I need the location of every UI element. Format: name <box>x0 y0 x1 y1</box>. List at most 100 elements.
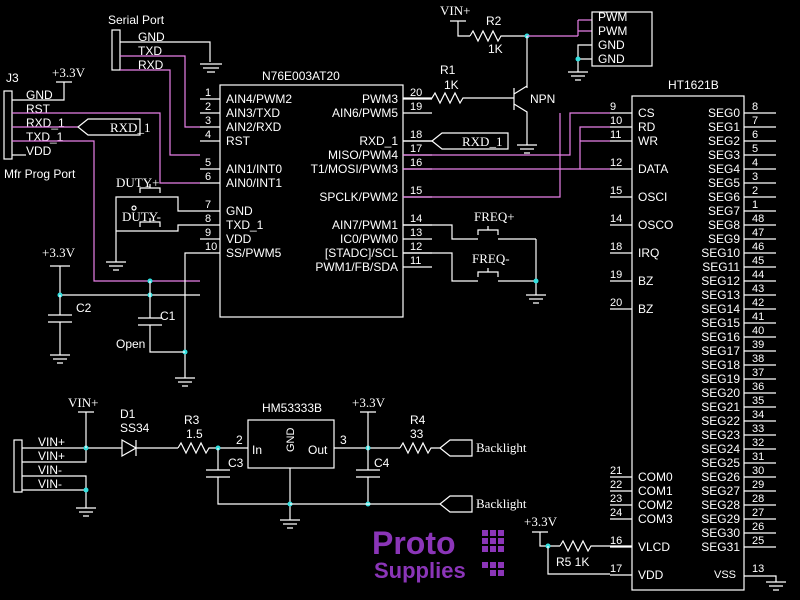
mcu-pin-name: [STADC]/SCL <box>325 246 398 260</box>
net-ain0 <box>166 224 200 232</box>
mcu-pin-number: 7 <box>205 199 211 211</box>
lcd-seg-name: SEG18 <box>701 358 740 372</box>
ground-symbol <box>50 354 70 364</box>
mcu-pin-number: 1 <box>205 87 211 99</box>
npn-transistor <box>513 85 528 145</box>
lcd-seg-number: 36 <box>752 381 764 393</box>
mcu-pin-name: AIN2/RXD <box>226 120 282 134</box>
lcd-pin-name: COM2 <box>638 498 673 512</box>
r3-resistor <box>177 441 248 455</box>
vin-rail <box>78 411 94 448</box>
lcd-seg-name: SEG25 <box>701 456 740 470</box>
rxd1-mcu-tag: RXD_1 <box>403 132 509 150</box>
lcd-seg-number: 33 <box>752 423 764 435</box>
mcu-right-pins: 20PWM319AIN6/PWM518RXD_117MISO/PWM416T1/… <box>311 87 432 274</box>
mcu-supply-label: +3.3V <box>42 245 76 260</box>
vin-top-wire <box>450 20 470 37</box>
mcu-pin-name: T1/MOSI/PWM3 <box>311 162 399 176</box>
lcd-seg-number: 46 <box>752 241 764 253</box>
logo-word-supplies: Supplies <box>374 558 466 583</box>
lcd-pin-name: COM0 <box>638 470 673 484</box>
mcu-pin-number: 6 <box>205 171 211 183</box>
reg-gnd-label: GND <box>285 428 297 453</box>
lcd-pin-number: 23 <box>610 493 622 505</box>
lcd-seg-name: SEG10 <box>701 246 740 260</box>
lcd-supply-wire <box>532 531 560 547</box>
lcd-pin-name: OSCO <box>638 218 673 232</box>
mcu-pin-name: GND <box>226 204 253 218</box>
lcd-seg-number: 31 <box>752 451 764 463</box>
c2-capacitor <box>48 295 72 355</box>
pwm-header-pin3: GND <box>598 38 625 52</box>
lcd-pin-number: 17 <box>610 563 622 575</box>
reg-body <box>247 419 335 469</box>
lcd-pin-name: BZ <box>638 302 653 316</box>
lcd-pin-number: 19 <box>610 269 622 281</box>
lcd-pin-name: RD <box>638 120 656 134</box>
mcu-gnd-wire <box>184 252 200 365</box>
ground-symbol <box>526 294 546 304</box>
mcu-pin-name: PWM3 <box>362 92 398 106</box>
pwm-header-pin2: PWM <box>598 24 627 38</box>
lcd-seg-number: 1 <box>752 199 758 211</box>
vin-conn-pin1: VIN+ <box>38 435 65 449</box>
vin-label: VIN+ <box>68 395 98 410</box>
r5-resistor <box>559 539 632 553</box>
lcd-seg-number: 25 <box>752 535 764 547</box>
lcd-vss-num: 13 <box>752 563 764 575</box>
vin-connector <box>13 439 23 493</box>
mcu-pin-name: IC0/PWM0 <box>340 232 398 246</box>
lcd-seg-name: SEG6 <box>708 190 740 204</box>
reg-pin2: 2 <box>236 433 243 447</box>
mcu-pin-number: 13 <box>410 227 422 239</box>
mcu-title: N76E003AT20 <box>262 69 340 83</box>
reg-in-label: In <box>252 443 262 457</box>
serial-port-connector <box>111 29 121 71</box>
j3-pin-rxd1: RXD_1 <box>26 116 65 130</box>
lcd-seg-number: 42 <box>752 297 764 309</box>
reg-title: HM53333B <box>262 401 322 415</box>
lcd-seg-name: SEG9 <box>708 232 740 246</box>
r1-value: 1K <box>444 78 459 92</box>
junction-dot <box>575 56 581 62</box>
lcd-seg-name: SEG16 <box>701 330 740 344</box>
lcd-seg-number: 45 <box>752 255 764 267</box>
lcd-seg-name: SEG19 <box>701 372 740 386</box>
junction-dot <box>83 487 89 493</box>
lcd-seg-number: 40 <box>752 325 764 337</box>
mcu-pin-number: 10 <box>205 241 217 253</box>
lcd-pin-name: VLCD <box>638 540 670 554</box>
duty-node <box>131 205 137 211</box>
mcu-pin-number: 16 <box>410 157 422 169</box>
net-wr <box>580 140 610 170</box>
ground-symbol <box>175 377 195 387</box>
freq-minus-label: FREQ- <box>472 251 510 266</box>
lcd-power: +3.3V R5 1K <box>524 514 632 575</box>
lcd-vss-wire <box>744 575 777 582</box>
backlight-label-2: Backlight <box>476 496 527 511</box>
mcu-pin-number: 11 <box>410 255 421 267</box>
lcd-seg-number: 44 <box>752 269 764 281</box>
c1-open-label: Open <box>116 337 145 351</box>
reg-out-label: Out <box>308 443 328 457</box>
c2-label: C2 <box>76 301 92 315</box>
mcu-pin-name: AIN6/PWM5 <box>332 106 398 120</box>
mcu-pin-name: MISO/PWM4 <box>328 148 398 162</box>
j3-pin-rst: RST <box>26 102 51 116</box>
mcu-pin-name: RXD_1 <box>359 134 398 148</box>
net-pwm-out <box>527 20 592 37</box>
lcd-pin-name: COM3 <box>638 512 673 526</box>
pwm-header-pin1: PWM <box>598 10 627 24</box>
net-txd1 <box>12 140 200 282</box>
lcd-seg-name: SEG4 <box>708 162 740 176</box>
net-rst <box>12 112 200 184</box>
ground-symbol <box>517 144 537 154</box>
mcu-pin-number: 9 <box>205 227 211 239</box>
mcu-pin-name: AIN7/PWM1 <box>332 218 398 232</box>
lcd-vss-name: VSS <box>714 569 736 581</box>
mcu-pin-number: 17 <box>410 143 422 155</box>
net-cs <box>403 112 610 156</box>
reg-supply-label: +3.3V <box>352 395 386 410</box>
lcd-seg-number: 8 <box>752 101 758 113</box>
